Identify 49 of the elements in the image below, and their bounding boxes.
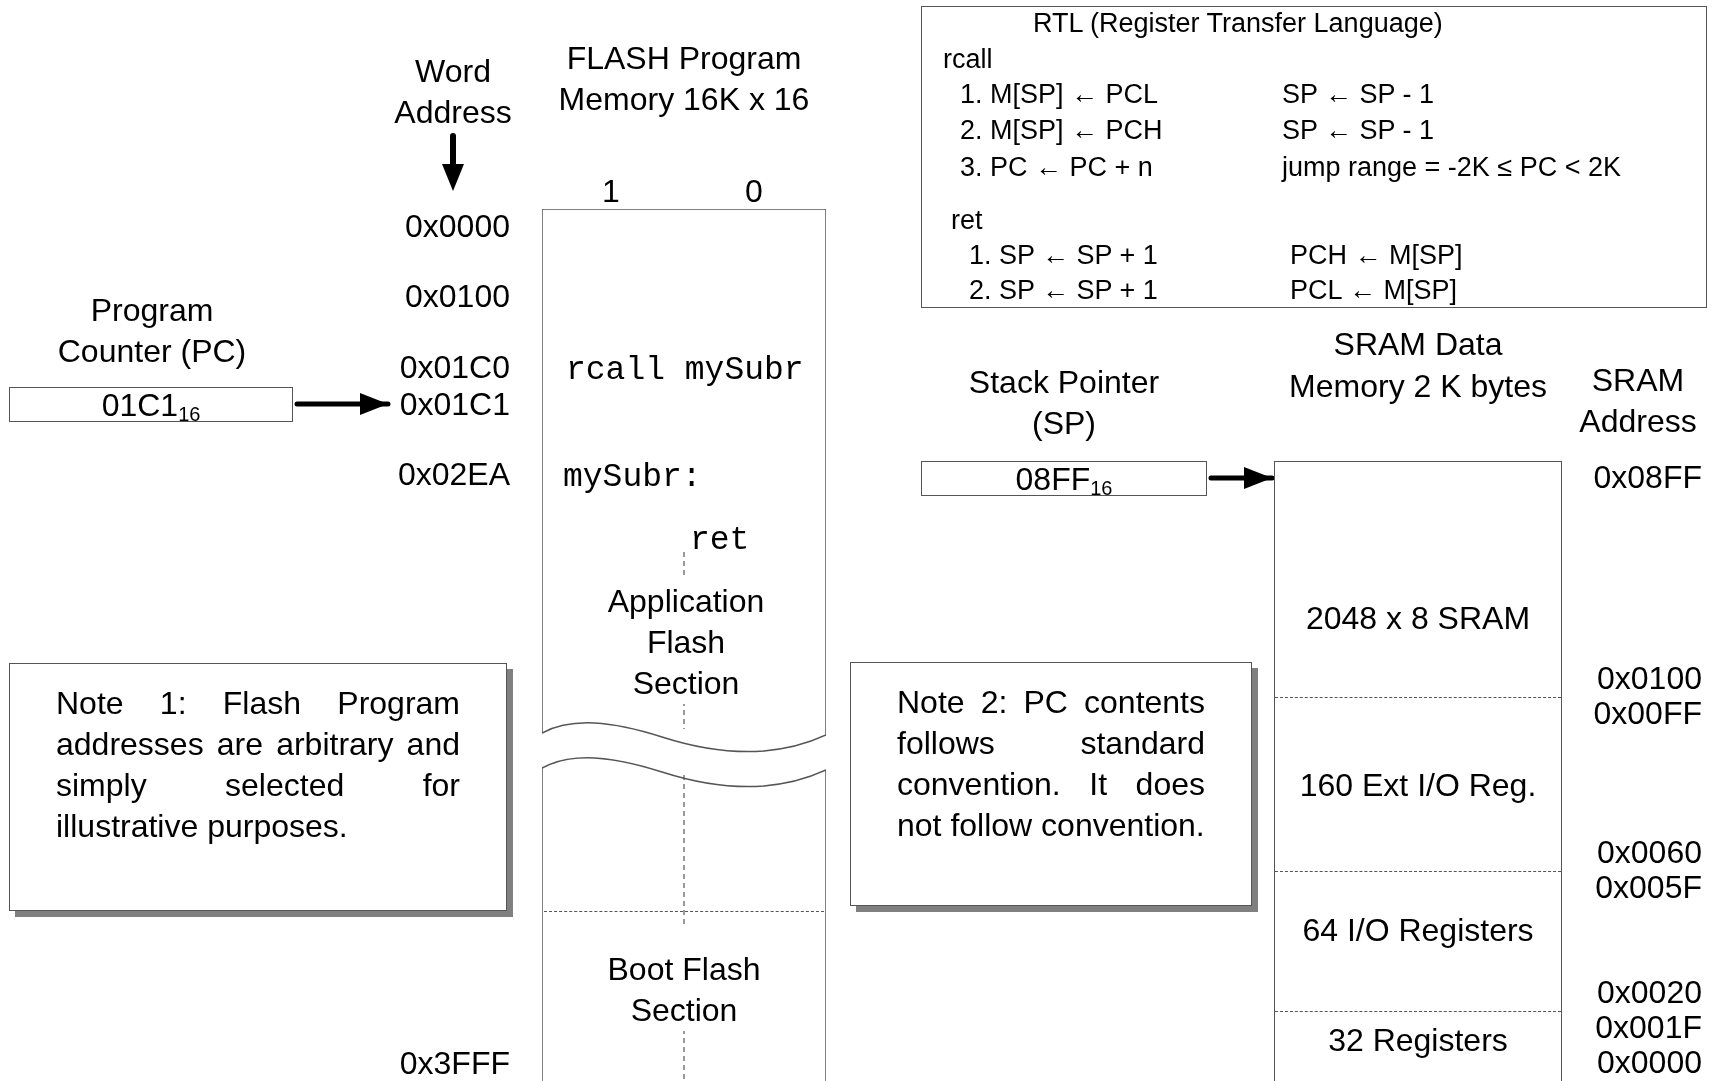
- register-heading: Stack Pointer (SP): [967, 363, 1161, 443]
- note-text: Note 1: Flash Program addresses are arbitrary and simply selected for illustrative purposes.: [56, 684, 460, 846]
- address-label: 0x02EA: [397, 457, 510, 491]
- address-label: Word Address: [393, 52, 513, 132]
- address-label: 0x3FFF: [399, 1046, 510, 1080]
- arrow: [1208, 467, 1275, 489]
- address-label: 0x0020: [1597, 975, 1702, 1009]
- rtl-text: 3. PC ← PC + n: [960, 151, 1153, 183]
- rtl-text: PCL ← M[SP]: [1290, 274, 1458, 306]
- address-label: 0x00FF: [1593, 696, 1702, 730]
- register-value: 08FF$_{16}$: [1015, 461, 1113, 496]
- code-text: ret: [690, 523, 750, 559]
- section-label: 160 Ext I/O Reg.: [1298, 768, 1538, 802]
- address-label: 0x08FF: [1593, 460, 1702, 494]
- section-label: 64 I/O Registers: [1301, 913, 1535, 947]
- rtl-text: jump range = -2K ≤ PC < 2K: [1282, 151, 1621, 183]
- address-label: 0x0060: [1597, 835, 1702, 869]
- address-label: 0: [744, 174, 764, 208]
- register-value: 01C1$_{16}$: [101, 387, 201, 422]
- address-label: 0x001F: [1595, 1010, 1702, 1044]
- note-text: Note 2: PC contents follows standard convention. It does not follow convention.: [897, 683, 1205, 845]
- arrow: [294, 393, 391, 415]
- address-label: SRAM Address: [1578, 361, 1698, 441]
- address-label: 0x0000: [1597, 1045, 1702, 1079]
- rtl-text: 2. SP ← SP + 1: [969, 274, 1158, 306]
- rtl-text: 1. SP ← SP + 1: [969, 239, 1158, 271]
- rtl-text: SP ← SP - 1: [1282, 114, 1435, 146]
- rtl-text: PCH ← M[SP]: [1290, 239, 1463, 271]
- address-label: 0x005F: [1595, 870, 1702, 904]
- rtl-text: ret: [951, 204, 983, 236]
- address-label: 1: [601, 174, 621, 208]
- section-label: 2048 x 8 SRAM: [1304, 601, 1532, 635]
- rtl-text: RTL (Register Transfer Language): [1033, 7, 1443, 39]
- rtl-text: 2. M[SP] ← PCH: [960, 114, 1163, 146]
- register-heading: Program Counter (PC): [56, 291, 248, 371]
- code-text: mySubr:: [563, 460, 702, 496]
- address-text: 0x01C1: [399, 387, 510, 421]
- address-label: 0x0100: [405, 279, 510, 313]
- address-label: 0x01C0: [399, 350, 510, 384]
- address-label: 0x0100: [1597, 661, 1702, 695]
- rtl-text: SP ← SP - 1: [1282, 78, 1435, 110]
- section-label: 32 Registers: [1327, 1023, 1509, 1057]
- memory-heading: SRAM Data Memory 2 K bytes: [1288, 325, 1548, 406]
- memory-heading: FLASH Program Memory 16K x 16: [557, 39, 811, 119]
- rtl-panel: [921, 6, 1707, 308]
- address-label: 0x0000: [405, 209, 510, 243]
- rtl-text: rcall: [943, 43, 993, 75]
- code-text: rcall mySubr: [566, 353, 804, 389]
- rtl-text: 1. M[SP] ← PCL: [960, 78, 1159, 110]
